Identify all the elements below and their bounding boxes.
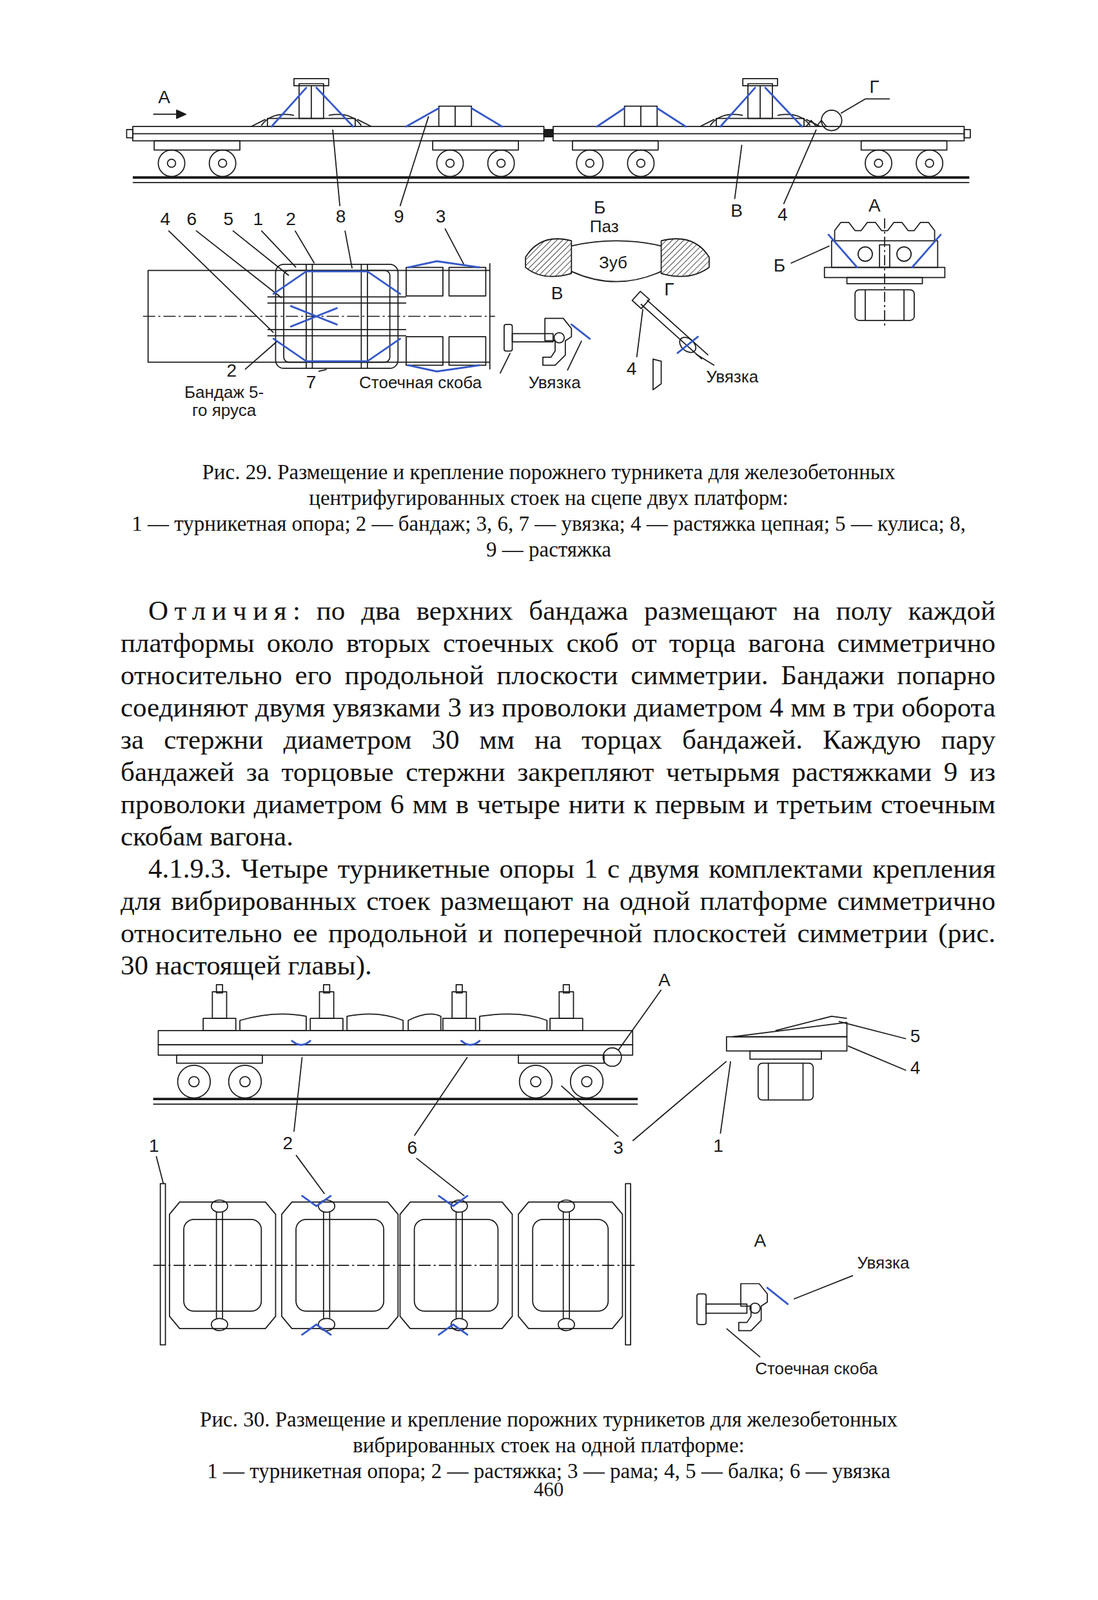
figure-30-drawing (153, 984, 907, 1358)
detail-letter: Г (869, 77, 880, 98)
callout-number: 4 (626, 359, 638, 380)
figure-caption-block: Рис. 30. Размещение и крепление порожних… (126, 1406, 971, 1484)
detail-letter: В (551, 283, 564, 304)
callout-number: 8 (335, 206, 347, 227)
figure-caption-block: Рис. 29. Размещение и крепление порожнег… (126, 459, 971, 563)
figure-caption: Рис. 30. Размещение и крепление порожних… (126, 1406, 971, 1458)
detail-letter: Б (593, 197, 606, 218)
paragraph: 4.1.9.3. Четыре турникетные опоры 1 с дв… (120, 852, 996, 982)
part-label: Стоечная скоба (359, 373, 482, 393)
paragraph-lead: Отличия (148, 595, 293, 626)
detail-letter: А (868, 196, 881, 216)
callout-number: 2 (226, 361, 237, 382)
figure-29-drawing (126, 78, 971, 391)
detail-letter: А (658, 970, 671, 991)
callout-number: 7 (306, 372, 317, 393)
part-label: Зуб (598, 253, 628, 273)
figure-legend: 1 — турникетная опора; 2 — бандаж; 3, 6,… (126, 510, 971, 563)
detail-letter: В (730, 201, 743, 222)
callout-number: 5 (910, 1026, 921, 1047)
callout-number: 3 (613, 1137, 624, 1158)
detail-letter: Г (664, 279, 674, 300)
callout-number: 6 (407, 1137, 418, 1158)
callout-number: 2 (282, 1133, 293, 1154)
callout-number: 2 (285, 209, 296, 230)
view-letter: А (157, 87, 171, 108)
detail-letter: А (754, 1230, 767, 1251)
part-label: Бандаж 5-го яруса (180, 382, 268, 420)
part-label: Стоечная скоба (754, 1359, 878, 1378)
callout-number: 5 (223, 209, 235, 230)
part-label: Увязка (528, 373, 581, 393)
callout-number: 1 (713, 1136, 724, 1157)
page-number: 460 (533, 1478, 565, 1501)
part-label: Увязка (705, 367, 759, 387)
part-label: Увязка (857, 1253, 910, 1273)
text-block: Отличия: по два верхних бандажа размещаю… (120, 594, 996, 982)
callout-number: 4 (777, 205, 788, 226)
callout-number: 4 (910, 1058, 921, 1079)
callout-number: 1 (148, 1136, 160, 1157)
body-text: 4.1.9.3. Четыре турникетные опоры 1 с дв… (120, 852, 996, 981)
body-text: : по два верхних бандажа размещают на по… (120, 595, 996, 852)
tie-wires-29 (271, 87, 941, 372)
callout-number: 9 (393, 206, 405, 227)
detail-letter: Б (773, 255, 786, 276)
tie-wires-30 (292, 1040, 788, 1335)
paragraph: Отличия: по два верхних бандажа размещаю… (120, 594, 996, 853)
callout-number: 3 (435, 206, 447, 227)
callout-number: 1 (253, 209, 264, 230)
part-label: Паз (589, 217, 619, 236)
callout-number: 6 (186, 209, 198, 230)
callout-number: 4 (160, 209, 171, 230)
figure-caption: Рис. 29. Размещение и крепление порожнег… (126, 459, 971, 511)
